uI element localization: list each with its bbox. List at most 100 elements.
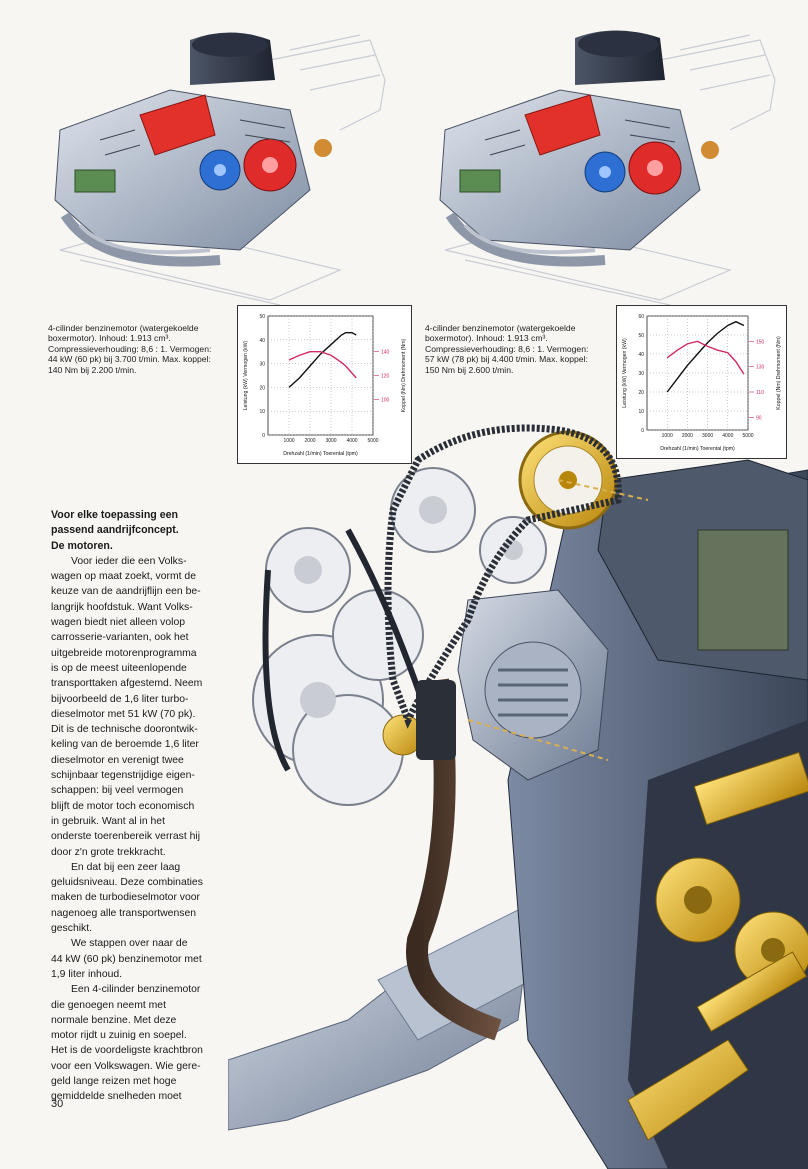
heading-line: passend aandrijfconcept. [51,524,179,537]
y-tick-label: 20 [638,390,644,396]
caption-line: 140 Nm bij 2.200 t/min. [48,364,137,375]
article-line: We stappen over naar de [71,938,188,950]
left-engine-caption: 4-cilinder benzinemotor (watergekoelde b… [48,323,233,375]
caption-line: 57 kW (78 pk) bij 4.400 t/min. Max. kopp… [425,354,588,365]
heading-line: De motoren. [51,539,113,552]
article-line: transporttaken afgestemd. Neem [51,678,203,690]
article-line: schappen: bij veel vermogen [51,785,184,797]
article-line: normale benzine. Met deze [51,1014,177,1026]
article-heading: Voor elke toepassing een passend aandrij… [51,508,231,554]
article-line: Dit is de technische doorontwik- [51,724,198,736]
article-body: Voor ieder die een Volks-wagen op maat z… [51,554,231,1105]
x-tick-label: 5000 [367,438,378,444]
caption-line: Compressieverhouding: 8,6 : 1. Vermogen: [425,343,589,354]
left-engine-illustration [54,32,386,306]
x-tick-label: 5000 [742,433,753,439]
y-tick-label: 60 [638,314,644,320]
x-tick-label: 1000 [283,438,294,444]
y-tick-label: 40 [638,352,644,358]
x-tick-label: 4000 [722,433,733,439]
article-line: 44 kW (60 pk) benzinemotor met [51,953,202,965]
power-series-line [666,320,745,393]
x-tick-label: 4000 [346,438,357,444]
x-tick-label: 2000 [304,438,315,444]
y-tick-label: 30 [259,362,265,368]
article-line: langrijk hoofdstuk. Want Volks- [51,601,193,613]
x-axis-label: Drehzahl (1/min) Toerental (tpm) [283,451,358,457]
x-axis-label: Drehzahl (1/min) Toerental (tpm) [660,446,735,452]
article-line: Een 4-cilinder benzinemotor [71,984,201,996]
article-line: keling van de beroemde 1,6 liter [51,739,199,751]
article-line: En dat bij een zeer laag [71,861,181,873]
article-line: geluidsniveau. Deze combinaties [51,877,203,889]
right-engine-illustration [439,30,776,306]
y2-tick-label: 120 [381,374,390,380]
heading-line: Voor elke toepassing een [51,509,178,521]
y-axis-label: Leistung (kW) Vermogen (kW) [622,338,628,408]
power-series-line [288,331,357,388]
y2-tick-label: 150 [756,339,765,345]
article-line: nagenoeg alle transportwensen [51,907,196,919]
article-line: dieselmotor met 51 kW (70 pk). [51,708,196,720]
article-line: 1,9 liter inhoud. [51,968,123,980]
torque-series-line [666,340,745,375]
caption-line: 4-cilinder benzinemotor (watergekoelde [425,323,576,333]
article-line: motor rijdt u zuinig en soepel. [51,1030,187,1042]
x-tick-label: 2000 [682,433,693,439]
y2-tick-label: 130 [756,365,765,371]
article-line: in gebruik. Want al in het [51,815,165,827]
article-line: carrosserie-varianten, ook het [51,632,189,644]
y2-tick-label: 110 [756,390,764,396]
caption-line: boxermotor). Inhoud: 1.913 cm³. [48,333,171,344]
torque-series-line [288,351,357,379]
article-line: voor een Volkswagen. Wie gere- [51,1060,201,1072]
y-tick-label: 20 [259,385,265,391]
y-tick-label: 0 [641,428,644,434]
x-tick-label: 1000 [662,433,673,439]
plot-area [267,315,374,436]
article: Voor elke toepassing een passend aandrij… [51,508,231,1105]
article-line: dieselmotor en verenigt twee [51,754,184,766]
x-tick-label: 3000 [702,433,713,439]
article-line: geschikt. [51,923,93,935]
article-line: gemiddelde snelheden moet [51,1091,182,1103]
y-tick-label: 50 [259,314,265,320]
right-performance-chart: 0 10 20 30 40 50 60 1000 2000 3000 4000 5000 90 110 13… [616,305,787,459]
article-line: die genoegen neemt met [51,999,166,1011]
caption-line: 150 Nm bij 2.600 t/min. [425,364,514,375]
article-line: schijnbaar tegenstrijdige eigen- [51,770,195,782]
y2-tick-label: 90 [756,415,762,421]
article-line: Voor ieder die een Volks- [71,555,187,567]
article-line: is op de meest uiteenlopende [51,662,187,674]
caption-line: Compressieverhouding: 8,6 : 1. Vermogen: [48,343,212,354]
y-tick-label: 0 [262,433,265,439]
article-line: wagen biedt niet alleen volop [51,617,186,629]
article-line: wagen op maat zoekt, vormt de [51,571,196,583]
right-engine-caption: 4-cilinder benzinemotor (watergekoelde b… [425,323,610,375]
article-line: Het is de voordeligste krachtbron [51,1045,203,1057]
article-line: geld lange reizen met hoge [51,1075,177,1087]
y2-tick-label: 140 [381,350,390,356]
y-axis-label: Leistung (kW) Vermogen (kW) [243,340,249,410]
article-line: maken de turbodieselmotor voor [51,892,201,904]
caption-line: 44 kW (60 pk) bij 3.700 t/min. Max. kopp… [48,354,211,365]
article-line: uitgebreide motorenprogramma [51,647,197,659]
y2-tick-label: 100 [381,397,390,403]
page-number: 30 [51,1098,64,1110]
y2-axis-label: Koppel (Nm) Drehmoment (Nm) [776,336,782,410]
right-chart-svg: 0 10 20 30 40 50 60 1000 2000 3000 4000 5000 90 110 13… [622,314,782,452]
caption-line: 4-cilinder benzinemotor (watergekoelde [48,323,199,333]
y2-axis-label: Koppel (Nm) Drehmoment (Nm) [401,338,407,412]
y-tick-label: 50 [638,333,644,339]
caption-line: boxermotor). Inhoud: 1.913 cm³. [425,333,548,344]
article-line: keuze van de aandrijflijn een be- [51,586,201,598]
article-line: onderste toerenbereik verrast hij [51,831,201,843]
engine-cutaway-illustration [228,424,808,1169]
y-tick-label: 10 [638,409,644,415]
y-tick-label: 30 [638,371,644,377]
article-line: bijvoorbeeld de 1,6 liter turbo- [51,693,189,705]
x-tick-label: 3000 [325,438,336,444]
y-tick-label: 40 [259,338,265,344]
